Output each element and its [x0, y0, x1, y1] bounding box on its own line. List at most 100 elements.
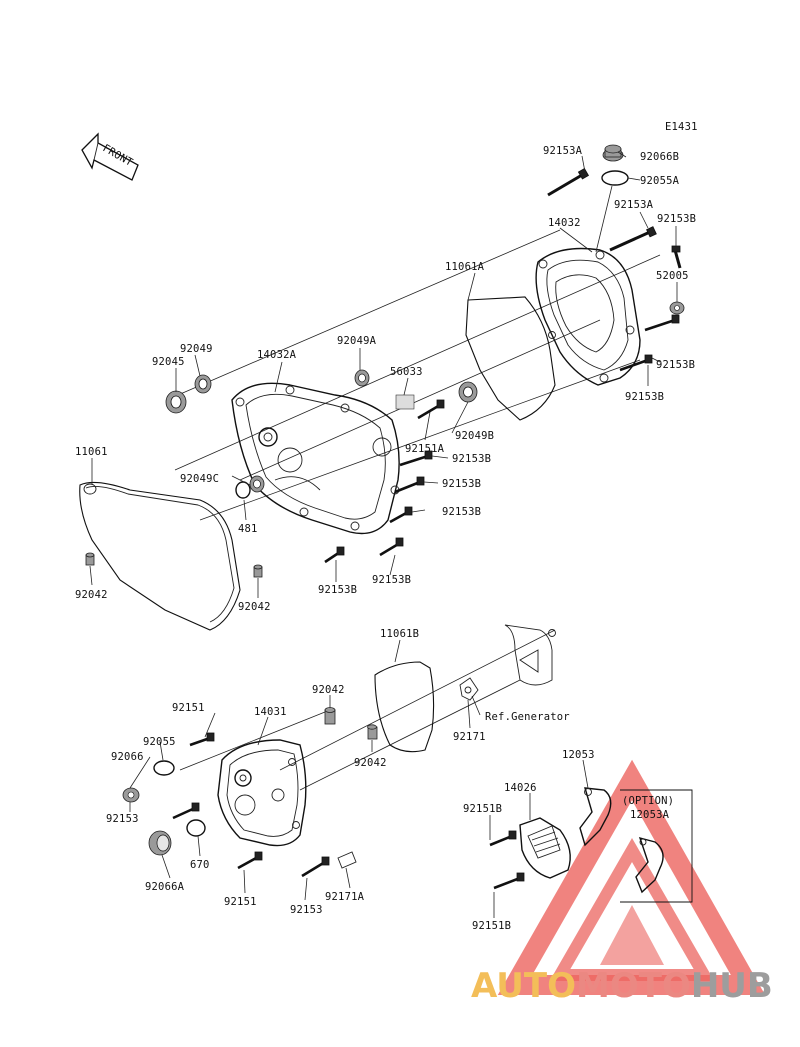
- bolt-92151-a: [189, 732, 215, 747]
- gasket-11061B: [374, 661, 435, 753]
- gasket-11061A: [465, 296, 556, 421]
- label-56033: 56033: [390, 366, 423, 378]
- label-92153-b: 92153: [290, 904, 323, 916]
- label-92153A-top: 92153A: [543, 145, 583, 157]
- label-11061B: 11061B: [380, 628, 419, 640]
- label-14032A: 14032A: [257, 349, 297, 361]
- o-ring-92055: [153, 760, 175, 776]
- label-92066: 92066: [111, 751, 144, 763]
- seal-92049B: [458, 381, 478, 403]
- part-labels: 92153A 92066B 92055A 14032 92153A 92153B…: [75, 145, 696, 932]
- generator-cover-14031: [217, 739, 307, 847]
- bolt-92153-a: [172, 802, 200, 820]
- dowel-92042-c2: [367, 724, 378, 740]
- option-label: (OPTION): [622, 795, 674, 807]
- bolt-92151B-a: [489, 830, 517, 847]
- bolt-92153B-r3: [619, 354, 653, 372]
- label-92049: 92049: [180, 343, 213, 355]
- gasket-11061: [79, 481, 241, 631]
- label-12053: 12053: [562, 749, 595, 761]
- label-92049A: 92049A: [337, 335, 377, 347]
- bolt-92153B-m3: [389, 506, 413, 524]
- label-92055A: 92055A: [640, 175, 680, 187]
- label-92151B-b: 92151B: [472, 920, 511, 932]
- clutch-cover-14032: [535, 247, 641, 386]
- label-92055: 92055: [143, 736, 176, 748]
- label-92049C: 92049C: [180, 473, 219, 485]
- bolt-92153B-r2: [644, 314, 680, 332]
- guard-14026: [519, 817, 571, 879]
- dowel-92042-mid: [253, 564, 263, 578]
- clamp-92171A: [337, 851, 357, 869]
- automotohub-logo: AUTOMOTOHUB: [471, 759, 773, 1006]
- label-92042-c1: 92042: [312, 684, 345, 696]
- bolt-92153A-top: [547, 167, 590, 197]
- label-92153B-b1: 92153B: [318, 584, 357, 596]
- clamp-92171: [459, 677, 479, 701]
- dowel-52005: [669, 301, 685, 315]
- cap-92066A: [148, 830, 172, 856]
- label-92045: 92045: [152, 356, 185, 368]
- label-670: 670: [190, 859, 210, 871]
- label-92042-mid: 92042: [238, 601, 271, 613]
- label-14026: 14026: [504, 782, 537, 794]
- watermark-auto: AUTO: [471, 966, 576, 1006]
- label-plate-56033: [395, 394, 415, 410]
- option-box: [620, 789, 693, 903]
- label-92153B-m3: 92153B: [442, 506, 481, 518]
- label-12053A: 12053A: [630, 809, 670, 821]
- bolt-92153A-right: [609, 226, 657, 252]
- label-92042-c2: 92042: [354, 757, 387, 769]
- bolt-92153B-b1: [324, 546, 345, 564]
- label-92049B: 92049B: [455, 430, 494, 442]
- bolt-92151-b: [237, 851, 263, 870]
- dowel-92042-c1: [324, 707, 336, 725]
- o-ring-670: [186, 819, 206, 837]
- bolt-92153B-b2: [379, 537, 404, 557]
- seal-92049C: [249, 475, 265, 493]
- label-92153B-m2: 92153B: [442, 478, 481, 490]
- bolt-92153B-m2: [394, 476, 425, 494]
- label-92066A: 92066A: [145, 881, 185, 893]
- watermark-moto: MOTO: [576, 966, 691, 1006]
- label-92171A: 92171A: [325, 891, 365, 903]
- seal-92049A: [354, 369, 370, 387]
- label-92151-a: 92151: [172, 702, 205, 714]
- crankcase-cover-14032A: [231, 382, 400, 535]
- label-92171: 92171: [453, 731, 486, 743]
- label-14031: 14031: [254, 706, 287, 718]
- cap-92066: [122, 787, 140, 803]
- bolt-92153B-m1: [399, 450, 433, 467]
- o-ring-92055A: [601, 170, 629, 186]
- bolt-92153-b: [301, 856, 330, 878]
- label-92042-left: 92042: [75, 589, 108, 601]
- bolt-92153B-r1: [671, 245, 682, 269]
- label-92153B-m1: 92153B: [452, 453, 491, 465]
- label-14032: 14032: [548, 217, 581, 229]
- bearing-92045: [165, 390, 187, 414]
- leader-lines: [89, 151, 678, 918]
- label-11061A: 11061A: [445, 261, 485, 273]
- svg-text:AUTOMOTOHUB: AUTOMOTOHUB: [471, 966, 773, 1006]
- label-52005: 52005: [656, 270, 689, 282]
- label-92153B-b2: 92153B: [372, 574, 411, 586]
- dowel-92042-left: [85, 552, 95, 566]
- label-92153B-r2: 92153B: [656, 359, 695, 371]
- diagram-id: E1431: [665, 121, 698, 133]
- bolt-92151A: [417, 399, 445, 420]
- generator-lead-bracket: [504, 624, 556, 686]
- cover-12053A: [635, 836, 664, 894]
- ref-generator-note: Ref.Generator: [485, 711, 570, 723]
- label-92151-b: 92151: [224, 896, 257, 908]
- label-92153B-r3: 92153B: [625, 391, 664, 403]
- seal-92049: [194, 374, 212, 394]
- label-92151B-a: 92151B: [463, 803, 502, 815]
- label-92153B-r1: 92153B: [657, 213, 696, 225]
- label-92153A-right: 92153A: [614, 199, 654, 211]
- cover-12053: [579, 787, 612, 847]
- explode-axis-lines: [174, 229, 661, 791]
- bolt-92151B-b: [493, 872, 525, 890]
- label-92153: 92153: [106, 813, 139, 825]
- label-92151A: 92151A: [405, 443, 445, 455]
